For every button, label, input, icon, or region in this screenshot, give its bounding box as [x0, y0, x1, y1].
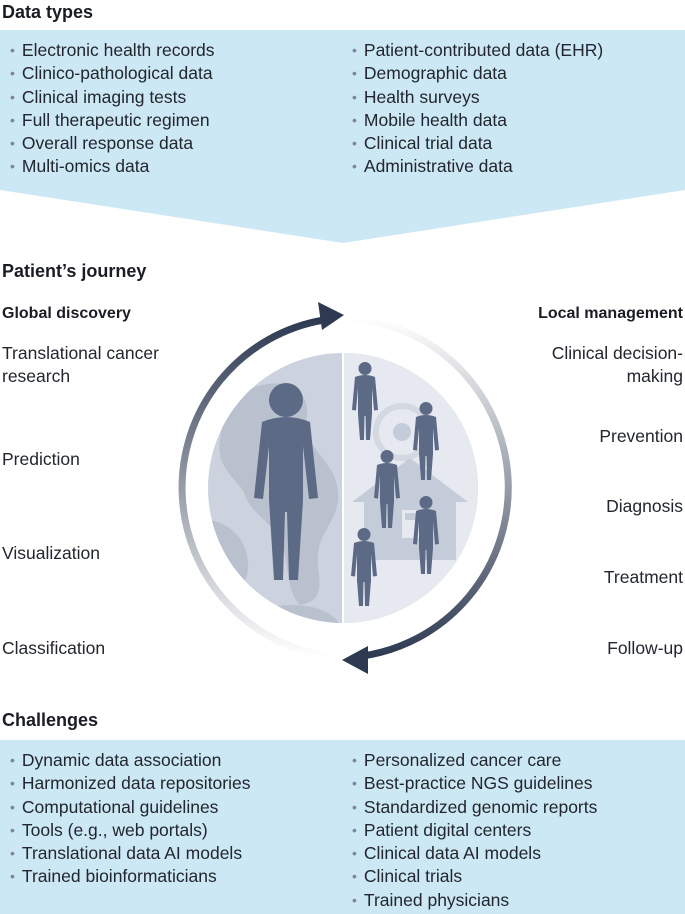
human-figure-icon — [351, 528, 377, 606]
challenges-right-list: Personalized cancer care Best-practice N… — [352, 749, 597, 912]
list-item: Clinico-pathological data — [10, 62, 215, 85]
challenges-left-list: Dynamic data association Harmonized data… — [10, 749, 251, 889]
data-types-right-list: Patient-contributed data (EHR) Demograph… — [352, 39, 603, 179]
local-item-clinical-decision-making: Clinical decision-making — [551, 343, 683, 386]
list-item: Tools (e.g., web portals) — [10, 819, 251, 842]
data-types-left-list: Electronic health records Clinico-pathol… — [10, 39, 215, 179]
list-item: Multi-omics data — [10, 155, 215, 178]
list-item: Demographic data — [352, 62, 603, 85]
journey-title: Patient’s journey — [2, 261, 147, 281]
list-item: Administrative data — [352, 155, 603, 178]
human-figure-icon — [413, 496, 439, 574]
global-item-prediction: Prediction — [2, 449, 80, 469]
cycle-arrow-left — [178, 302, 344, 661]
list-item: Trained bioinformaticians — [10, 865, 251, 888]
list-item: Patient-contributed data (EHR) — [352, 39, 603, 62]
human-figure-icon — [352, 362, 378, 440]
challenges-title: Challenges — [2, 710, 99, 730]
list-item: Clinical trials — [352, 865, 597, 888]
list-item: Clinical trial data — [352, 132, 603, 155]
list-item: Standardized genomic reports — [352, 796, 597, 819]
list-item: Health surveys — [352, 86, 603, 109]
global-item-classification: Classification — [2, 638, 106, 658]
global-discovery-title: Global discovery — [2, 305, 131, 322]
list-item: Harmonized data repositories — [10, 772, 251, 795]
list-item: Clinical data AI models — [352, 842, 597, 865]
global-item-visualization: Visualization — [2, 543, 100, 563]
list-item: Best-practice NGS guidelines — [352, 772, 597, 795]
list-item: Dynamic data association — [10, 749, 251, 772]
list-item: Overall response data — [10, 132, 215, 155]
local-item-follow-up: Follow-up — [607, 638, 683, 658]
local-item-treatment: Treatment — [603, 567, 683, 587]
list-item: Full therapeutic regimen — [10, 109, 215, 132]
list-item: Translational data AI models — [10, 842, 251, 865]
global-item-translational-research: Translational cancer research — [2, 343, 159, 386]
list-item: Computational guidelines — [10, 796, 251, 819]
list-item: Electronic health records — [10, 39, 215, 62]
local-item-prevention: Prevention — [599, 426, 683, 446]
list-item: Clinical imaging tests — [10, 86, 215, 109]
human-figure-icon — [374, 450, 400, 528]
human-figure-icon — [413, 402, 439, 480]
local-management-title: Local management — [538, 305, 683, 322]
list-item: Trained physicians — [352, 889, 597, 912]
data-types-title: Data types — [2, 2, 94, 22]
local-item-diagnosis: Diagnosis — [606, 496, 683, 516]
cycle-arrow-right — [342, 314, 512, 674]
list-item: Mobile health data — [352, 109, 603, 132]
list-item: Patient digital centers — [352, 819, 597, 842]
human-figure-icon — [254, 383, 318, 580]
list-item: Personalized cancer care — [352, 749, 597, 772]
